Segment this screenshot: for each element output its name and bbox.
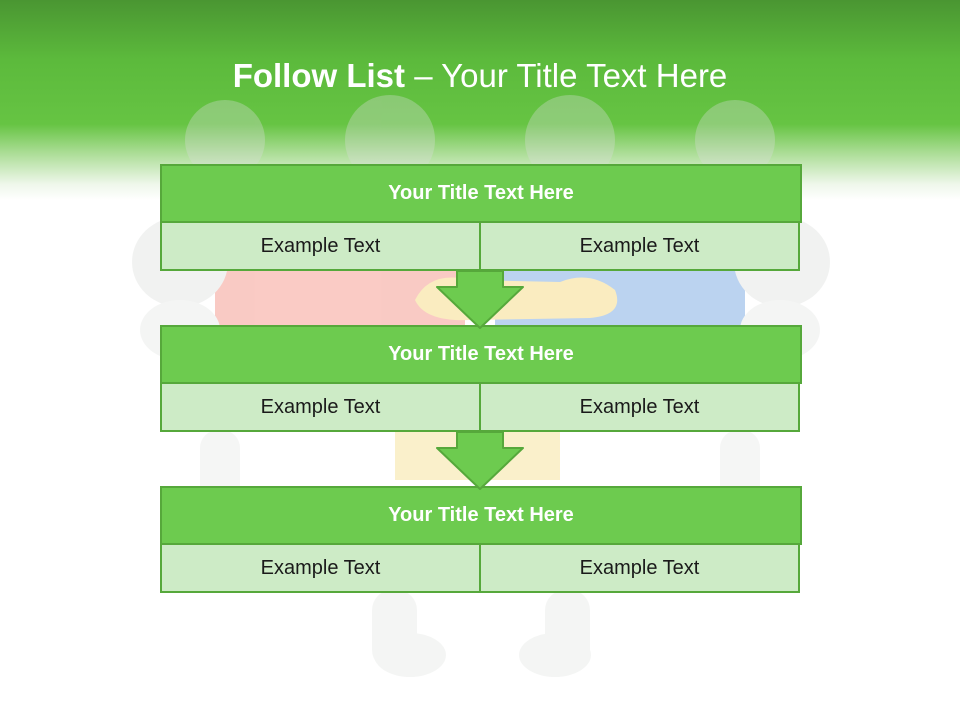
block-cell-left: Example Text [160,221,481,271]
block-title: Your Title Text Here [160,486,802,545]
block-cell-left: Example Text [160,543,481,593]
block-cell-right: Example Text [479,221,800,271]
block-cell-left: Example Text [160,382,481,432]
slide-title: Follow List – Your Title Text Here [0,56,960,96]
block-title: Your Title Text Here [160,164,802,223]
block-cell-right: Example Text [479,382,800,432]
slide-title-strong: Follow List [232,57,406,94]
arrow-down-icon [436,431,524,490]
slide-title-rest: – Your Title Text Here [405,57,728,94]
block-title: Your Title Text Here [160,325,802,384]
block-cell-right: Example Text [479,543,800,593]
arrow-down-icon [436,270,524,329]
